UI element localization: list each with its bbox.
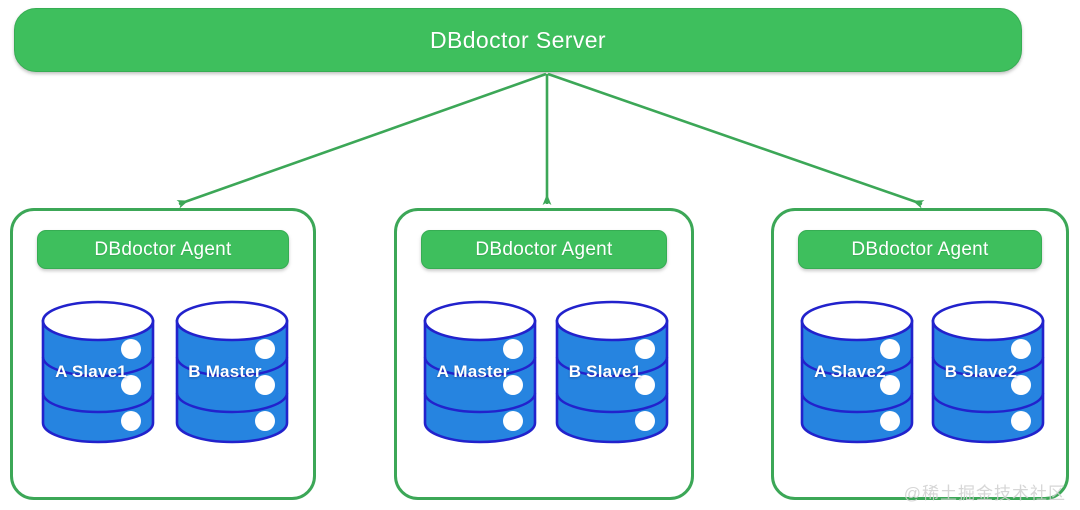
database-icon [175,300,289,444]
database-icon [555,300,669,444]
agent-2-database-row: A Master B Slave1 [397,297,691,457]
agent-group-1: DBdoctor Agent A Slave1 [10,208,316,500]
dbdoctor-server-box: DBdoctor Server [14,8,1022,72]
agent-3-header-label: DBdoctor Agent [851,238,989,260]
database-icon [800,300,914,444]
agent-2-header: DBdoctor Agent [421,230,667,269]
database-cylinder: B Slave2 [929,299,1047,445]
database-cylinder: B Master [173,299,291,445]
arrow-to-agent-3-icon [547,72,925,209]
database-cylinder: A Master [421,299,539,445]
database-icon [423,300,537,444]
agent-group-3: DBdoctor Agent A Slave2 [771,208,1069,500]
database-cylinder: A Slave2 [798,299,916,445]
watermark: @稀土掘金技术社区 [903,484,1066,503]
agent-3-header: DBdoctor Agent [798,230,1042,269]
database-icon [41,300,155,444]
dbdoctor-server-label: DBdoctor Server [429,26,606,53]
agent-1-header: DBdoctor Agent [37,230,289,269]
agent-1-header-label: DBdoctor Agent [94,238,232,260]
agent-2-header-label: DBdoctor Agent [475,238,613,260]
agent-3-database-row: A Slave2 B Slave2 [774,297,1066,457]
database-cylinder: B Slave1 [553,299,671,445]
agent-1-database-row: A Slave1 B Master [13,297,313,457]
agent-group-2: DBdoctor Agent A Master [394,208,694,500]
database-icon [931,300,1045,444]
database-cylinder: A Slave1 [39,299,157,445]
arrow-to-agent-1-icon [176,72,547,209]
